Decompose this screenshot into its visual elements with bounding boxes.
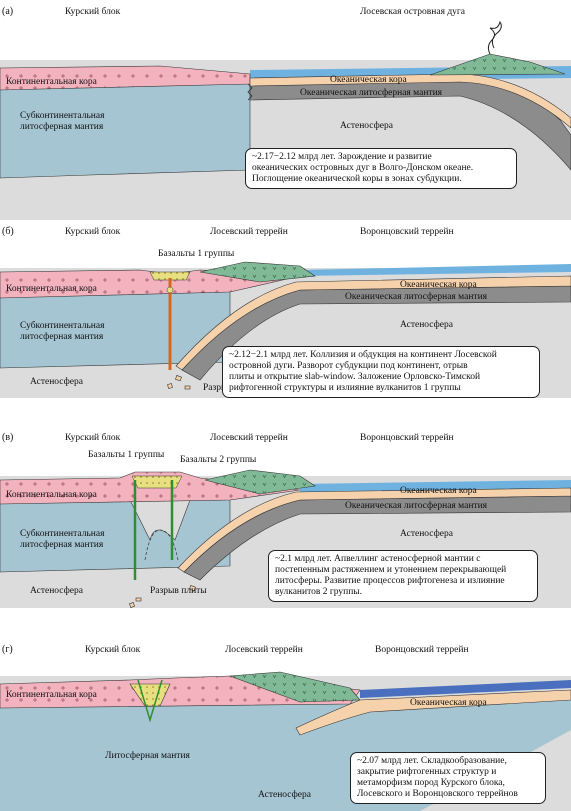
- panel-b-label-kursk: Курский блок: [65, 226, 121, 237]
- panel-b-basalt-fill: [149, 271, 191, 281]
- panel-a-oceanic-crust: [249, 73, 571, 129]
- panel-d-note: ~2.07 млрд лет. Складкообразование, закр…: [350, 752, 546, 804]
- panel-c-basalts2-label: Базальты 2 группы: [180, 455, 257, 465]
- panel-d-oceanic-crust-label: Океаническая кора: [410, 698, 487, 708]
- panel-b-magma-icon: [166, 286, 174, 294]
- panel-d: (г) Курский блок Лосевский террейн Ворон…: [0, 644, 571, 811]
- panel-c-asthenosphere-right-label: Астеносфера: [400, 528, 454, 539]
- panel-b-basalts-label: Базальты 1 группы: [158, 249, 235, 259]
- panel-d-note-line: ~2.07 млрд лет. Складкообразование,: [357, 756, 507, 766]
- panel-c-note-line: литосферы. Развитие процессов рифтогенез…: [275, 576, 505, 586]
- panel-b-note-line: плиты и открытие slab-window. Заложение …: [229, 372, 481, 382]
- panel-d-sea: [360, 680, 571, 698]
- panel-a-asthenosphere-label: Астеносфера: [340, 120, 394, 131]
- panel-c-upwelling: [144, 529, 179, 561]
- panel-a: (а) Курский блок Лосевская островная дуг…: [0, 6, 571, 220]
- panel-b-asthenosphere-right-label: Астеносфера: [400, 319, 454, 330]
- panel-d-continental-crust-label: Континентальная кора: [6, 690, 98, 700]
- panel-c-note: ~2.1 млрд лет. Апвеллинг астеносферной м…: [268, 550, 538, 602]
- panel-b-note-line: ~2.12−2.1 млрд лет. Коллизия и обдукция …: [229, 350, 497, 360]
- panel-b-sea: [300, 264, 571, 276]
- panel-d-note-line: Лосевского и Воронцовского террейнов: [357, 789, 518, 799]
- panel-c-slab-break-label: Разрыв плиты: [150, 586, 207, 596]
- panel-d-label-vorontsovo: Воронцовский террейн: [375, 644, 469, 655]
- panel-b-oceanic-crust: [175, 275, 571, 371]
- panel-b-letter: (б): [2, 226, 14, 237]
- panel-b-asthenosphere-left-label: Астеносфера: [30, 376, 84, 387]
- panel-b-label-vorontsovo: Воронцовский террейн: [360, 226, 454, 237]
- panel-b-note: ~2.12−2.1 млрд лет. Коллизия и обдукция …: [222, 346, 540, 398]
- panel-a-subcont-label-2: литосферная мантия: [20, 121, 104, 132]
- panel-c-slab-fragments: [129, 585, 196, 608]
- panel-d-arc: [229, 671, 361, 703]
- panel-c-oceanic-crust: [177, 487, 571, 573]
- panel-d-label-losevo: Лосевский террейн: [225, 644, 303, 655]
- panel-a-letter: (а): [2, 6, 13, 17]
- panel-b-oceanic-mantle-label: Океаническая литосферная мантия: [345, 291, 488, 302]
- panel-c-arc: [204, 469, 316, 495]
- panel-d-dike: [137, 679, 163, 723]
- panel-c-oceanic-crust-label: Океаническая кора: [400, 486, 477, 496]
- panel-d-asthenosphere-label: Астеносфера: [258, 789, 312, 800]
- panel-c-subcont-label-1: Субконтинентальная: [20, 528, 105, 539]
- panel-c-label-vorontsovo: Воронцовский террейн: [360, 432, 454, 443]
- panel-b-label-losevo: Лосевский террейн: [210, 226, 288, 237]
- panel-d-rift-basalt: [129, 683, 171, 707]
- panel-b-note-line: островной дуги. Разворот субдукции под к…: [229, 361, 468, 371]
- panel-b-oceanic-crust-label: Океаническая кора: [400, 280, 477, 290]
- panel-b-subcont-label-1: Субконтинентальная: [20, 320, 105, 331]
- panel-c-oceanic-mantle-label: Океаническая литосферная мантия: [345, 500, 488, 511]
- panel-c-subcont-label-2: литосферная мантия: [20, 539, 104, 550]
- panel-d-letter: (г): [2, 644, 13, 655]
- panel-a-oceanic-crust-label: Океаническая кора: [330, 75, 407, 85]
- panel-c-continental-crust-label: Континентальная кора: [6, 490, 98, 500]
- panel-b-arc: [199, 261, 316, 283]
- panel-d-label-kursk: Курский блок: [85, 644, 141, 655]
- panel-a-oceanic-mantle-label: Океаническая литосферная мантия: [300, 87, 443, 98]
- panel-a-continental-crust-label: Континентальная кора: [6, 77, 98, 87]
- panel-a-note-line: ~2.17−2.12 млрд лет. Зарождение и развит…: [252, 152, 432, 162]
- panel-c-note-line: вулканитов 2 группы.: [275, 587, 363, 597]
- panel-b-note-line: рифтогенной структуры и излияние вулкани…: [229, 383, 461, 393]
- panel-d-note-line: закрытие рифтогенных структур и: [357, 767, 497, 777]
- panel-c-label-losevo: Лосевский террейн: [210, 432, 288, 443]
- panel-a-island-arc: [429, 53, 566, 76]
- panel-b-slab-fragments: [167, 375, 191, 390]
- panel-a-note-line: океанических островных дуг в Волго-Донск…: [252, 163, 474, 173]
- panel-a-note-line: Поглощение океанической коры в зонах суб…: [252, 174, 462, 184]
- panel-a-volcano-plume-icon: [487, 20, 502, 55]
- panel-c-asthenosphere-left-label: Астеносфера: [30, 585, 84, 596]
- panel-a-label-kursk: Курский блок: [65, 6, 121, 17]
- panel-b-continental-crust-label: Континентальная кора: [6, 284, 98, 294]
- panel-d-oceanic-crust: [295, 689, 571, 736]
- panel-b-subcont-label-2: литосферная мантия: [20, 331, 104, 342]
- panel-d-note-line: метаморфизм пород Курского блока,: [357, 778, 505, 788]
- panel-a-fault: [247, 83, 253, 101]
- panel-c-note-line: ~2.1 млрд лет. Апвеллинг астеносферной м…: [275, 554, 481, 564]
- panel-c-basalt-fill: [131, 475, 183, 489]
- panel-d-lith-mantle-label: Литосферная мантия: [105, 750, 191, 761]
- panel-c-basalts1-label: Базальты 1 группы: [88, 450, 165, 460]
- panel-a-label-losevo-arc: Лосевская островная дуга: [360, 7, 466, 17]
- panel-c-label-kursk: Курский блок: [65, 432, 121, 443]
- panel-c-note-line: постепенным растяжением и утонением пере…: [275, 565, 507, 575]
- panel-c-letter: (в): [2, 432, 13, 443]
- panel-a-note: ~2.17−2.12 млрд лет. Зарождение и развит…: [245, 148, 517, 189]
- panel-a-subcont-label-1: Субконтинентальная: [20, 110, 105, 121]
